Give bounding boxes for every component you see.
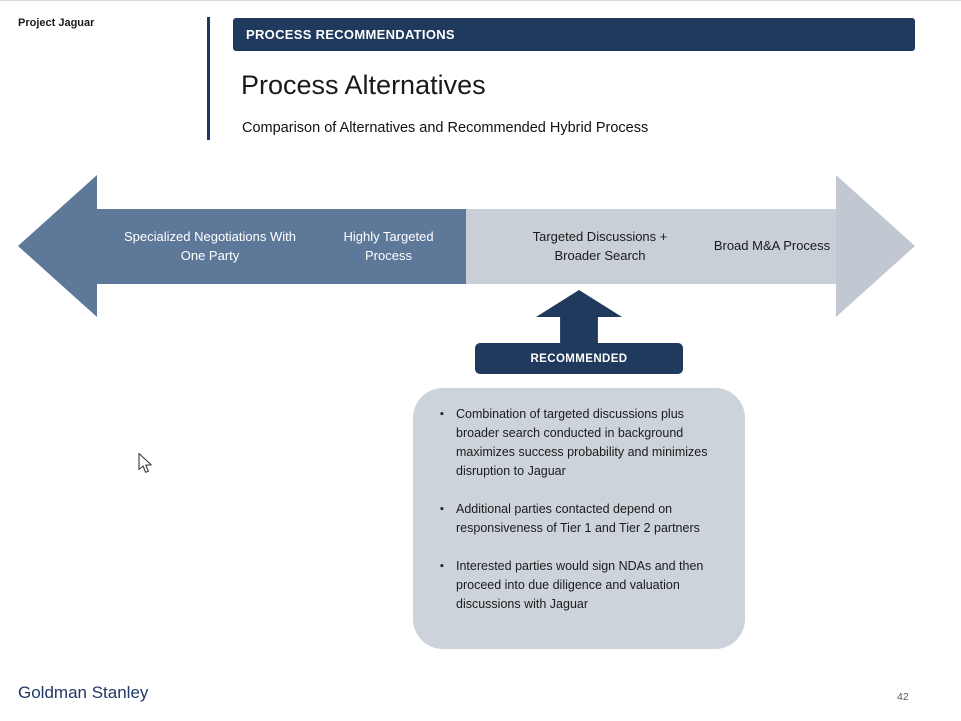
project-label: Project Jaguar (18, 17, 95, 29)
segment-label-specialized-negotiations: Specialized Negotiations With One Party (124, 229, 296, 263)
slide-subtitle: Comparison of Alternatives and Recommend… (242, 120, 649, 136)
segment-label-broad-ma: Broad M&A Process (713, 238, 831, 254)
section-header-title: PROCESS RECOMMENDATIONS (246, 27, 455, 42)
spectrum-body-blue (96, 209, 466, 284)
recommended-badge: RECOMMENDED (475, 343, 683, 374)
segment-label-targeted-discussions: Targeted Discussions + Broader Search (532, 229, 668, 263)
bullet-item: Additional parties contacted depend on r… (439, 500, 721, 538)
footer-brand: Goldman Stanley (18, 683, 149, 702)
recommendation-bullet-list: Combination of targeted discussions plus… (439, 405, 721, 614)
segment-label-highly-targeted: Highly Targeted Process (343, 229, 434, 263)
bullet-item: Interested parties would sign NDAs and t… (439, 557, 721, 614)
mouse-cursor-icon (138, 452, 154, 480)
slide-title: Process Alternatives (241, 70, 486, 100)
bullet-item: Combination of targeted discussions plus… (439, 405, 721, 481)
process-spectrum-diagram: Specialized Negotiations With One Party … (18, 175, 915, 317)
recommendation-details-box: Combination of targeted discussions plus… (413, 388, 745, 649)
section-header-bar: PROCESS RECOMMENDATIONS (233, 18, 915, 51)
left-arrowhead (18, 175, 97, 317)
page-number: 42 (897, 691, 909, 703)
header-accent-line (207, 17, 210, 140)
spectrum-body-gray (466, 209, 837, 284)
